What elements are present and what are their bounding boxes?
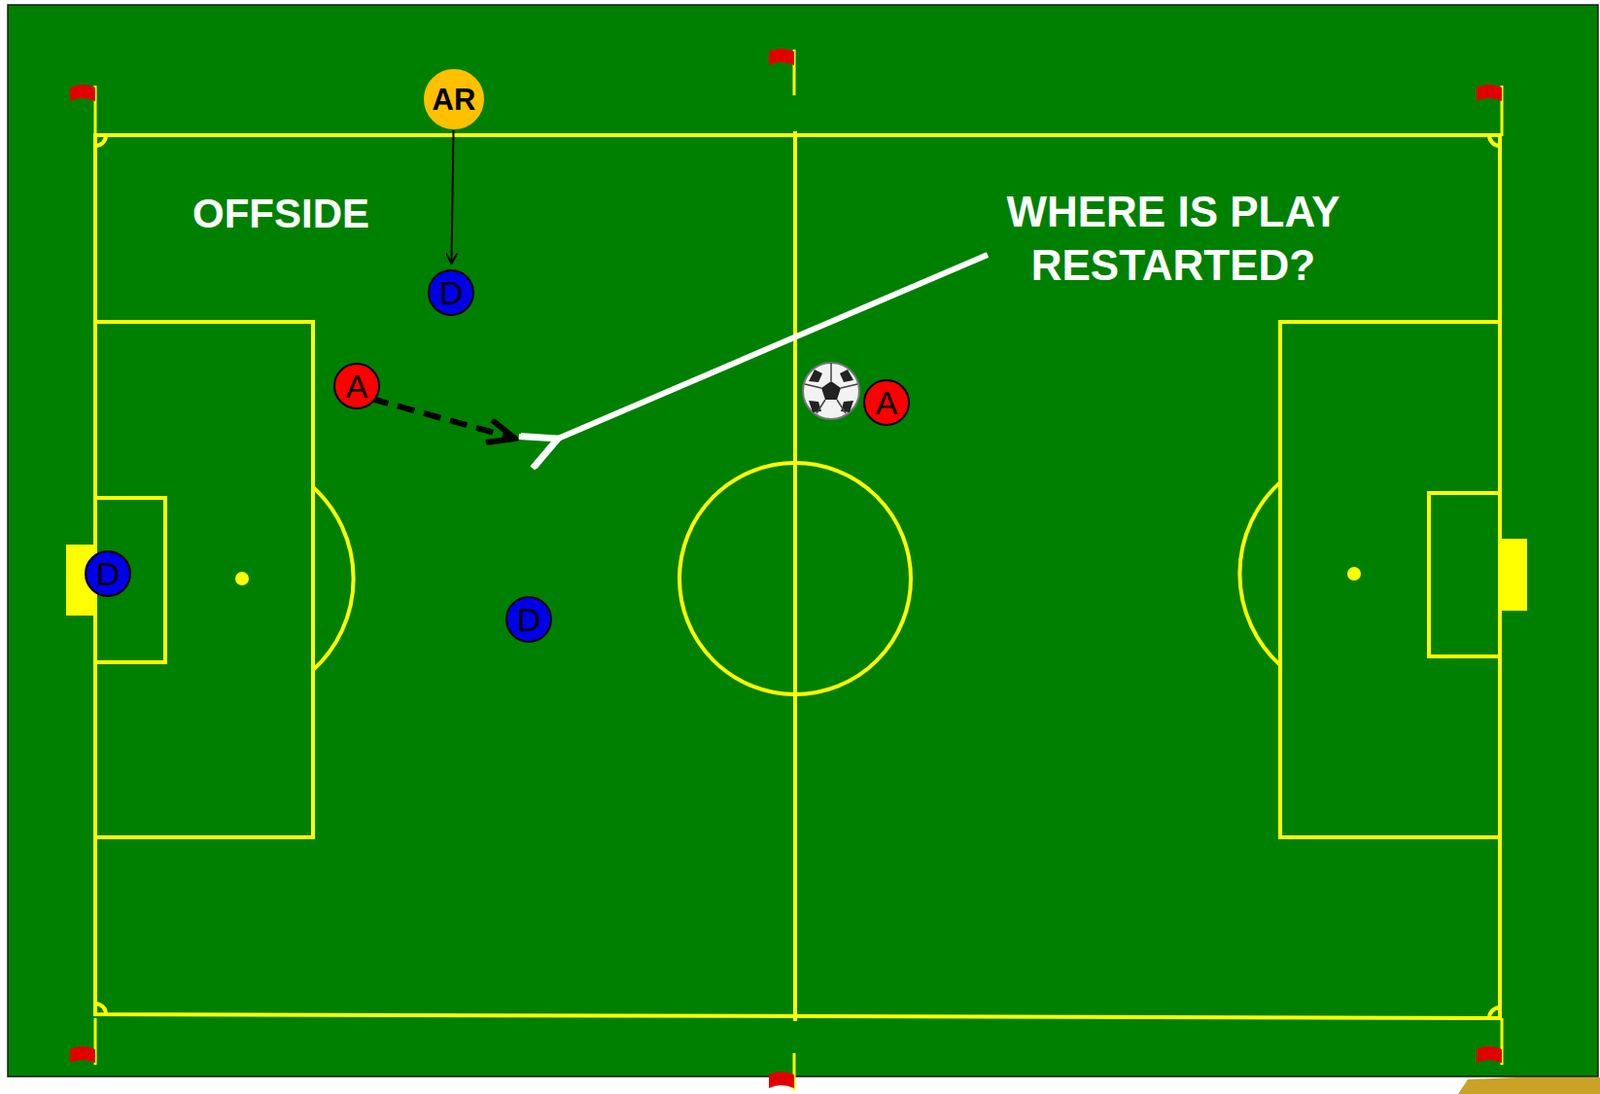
attacker-player: A (863, 379, 910, 426)
callout-arrow (557, 254, 988, 439)
defender-player: D (427, 269, 475, 316)
assistant-referee: AR (423, 69, 485, 130)
player-letter: D (96, 556, 121, 591)
logo-fragment (1458, 1077, 1600, 1094)
pitch-ground (7, 4, 1599, 1077)
signal-arrow (451, 130, 453, 264)
player-letter: A (875, 385, 899, 419)
player-letter: D (439, 276, 464, 310)
soccer-ball (802, 362, 860, 419)
goalkeeper-player: D (84, 550, 132, 597)
defender-player: D (505, 595, 553, 643)
player-letter: AR (432, 84, 477, 115)
attacker-player: A (333, 362, 381, 410)
player-letter: D (517, 602, 542, 636)
pitch-lines (95, 131, 1500, 1021)
diagram-label: WHERE IS PLAY RESTARTED? (969, 184, 1378, 292)
corner-flags (69, 48, 1502, 1090)
run-arrow (371, 398, 516, 439)
diagram-label: OFFSIDE (154, 188, 408, 241)
pitch-markers (66, 538, 1528, 616)
player-letter: A (346, 369, 369, 403)
